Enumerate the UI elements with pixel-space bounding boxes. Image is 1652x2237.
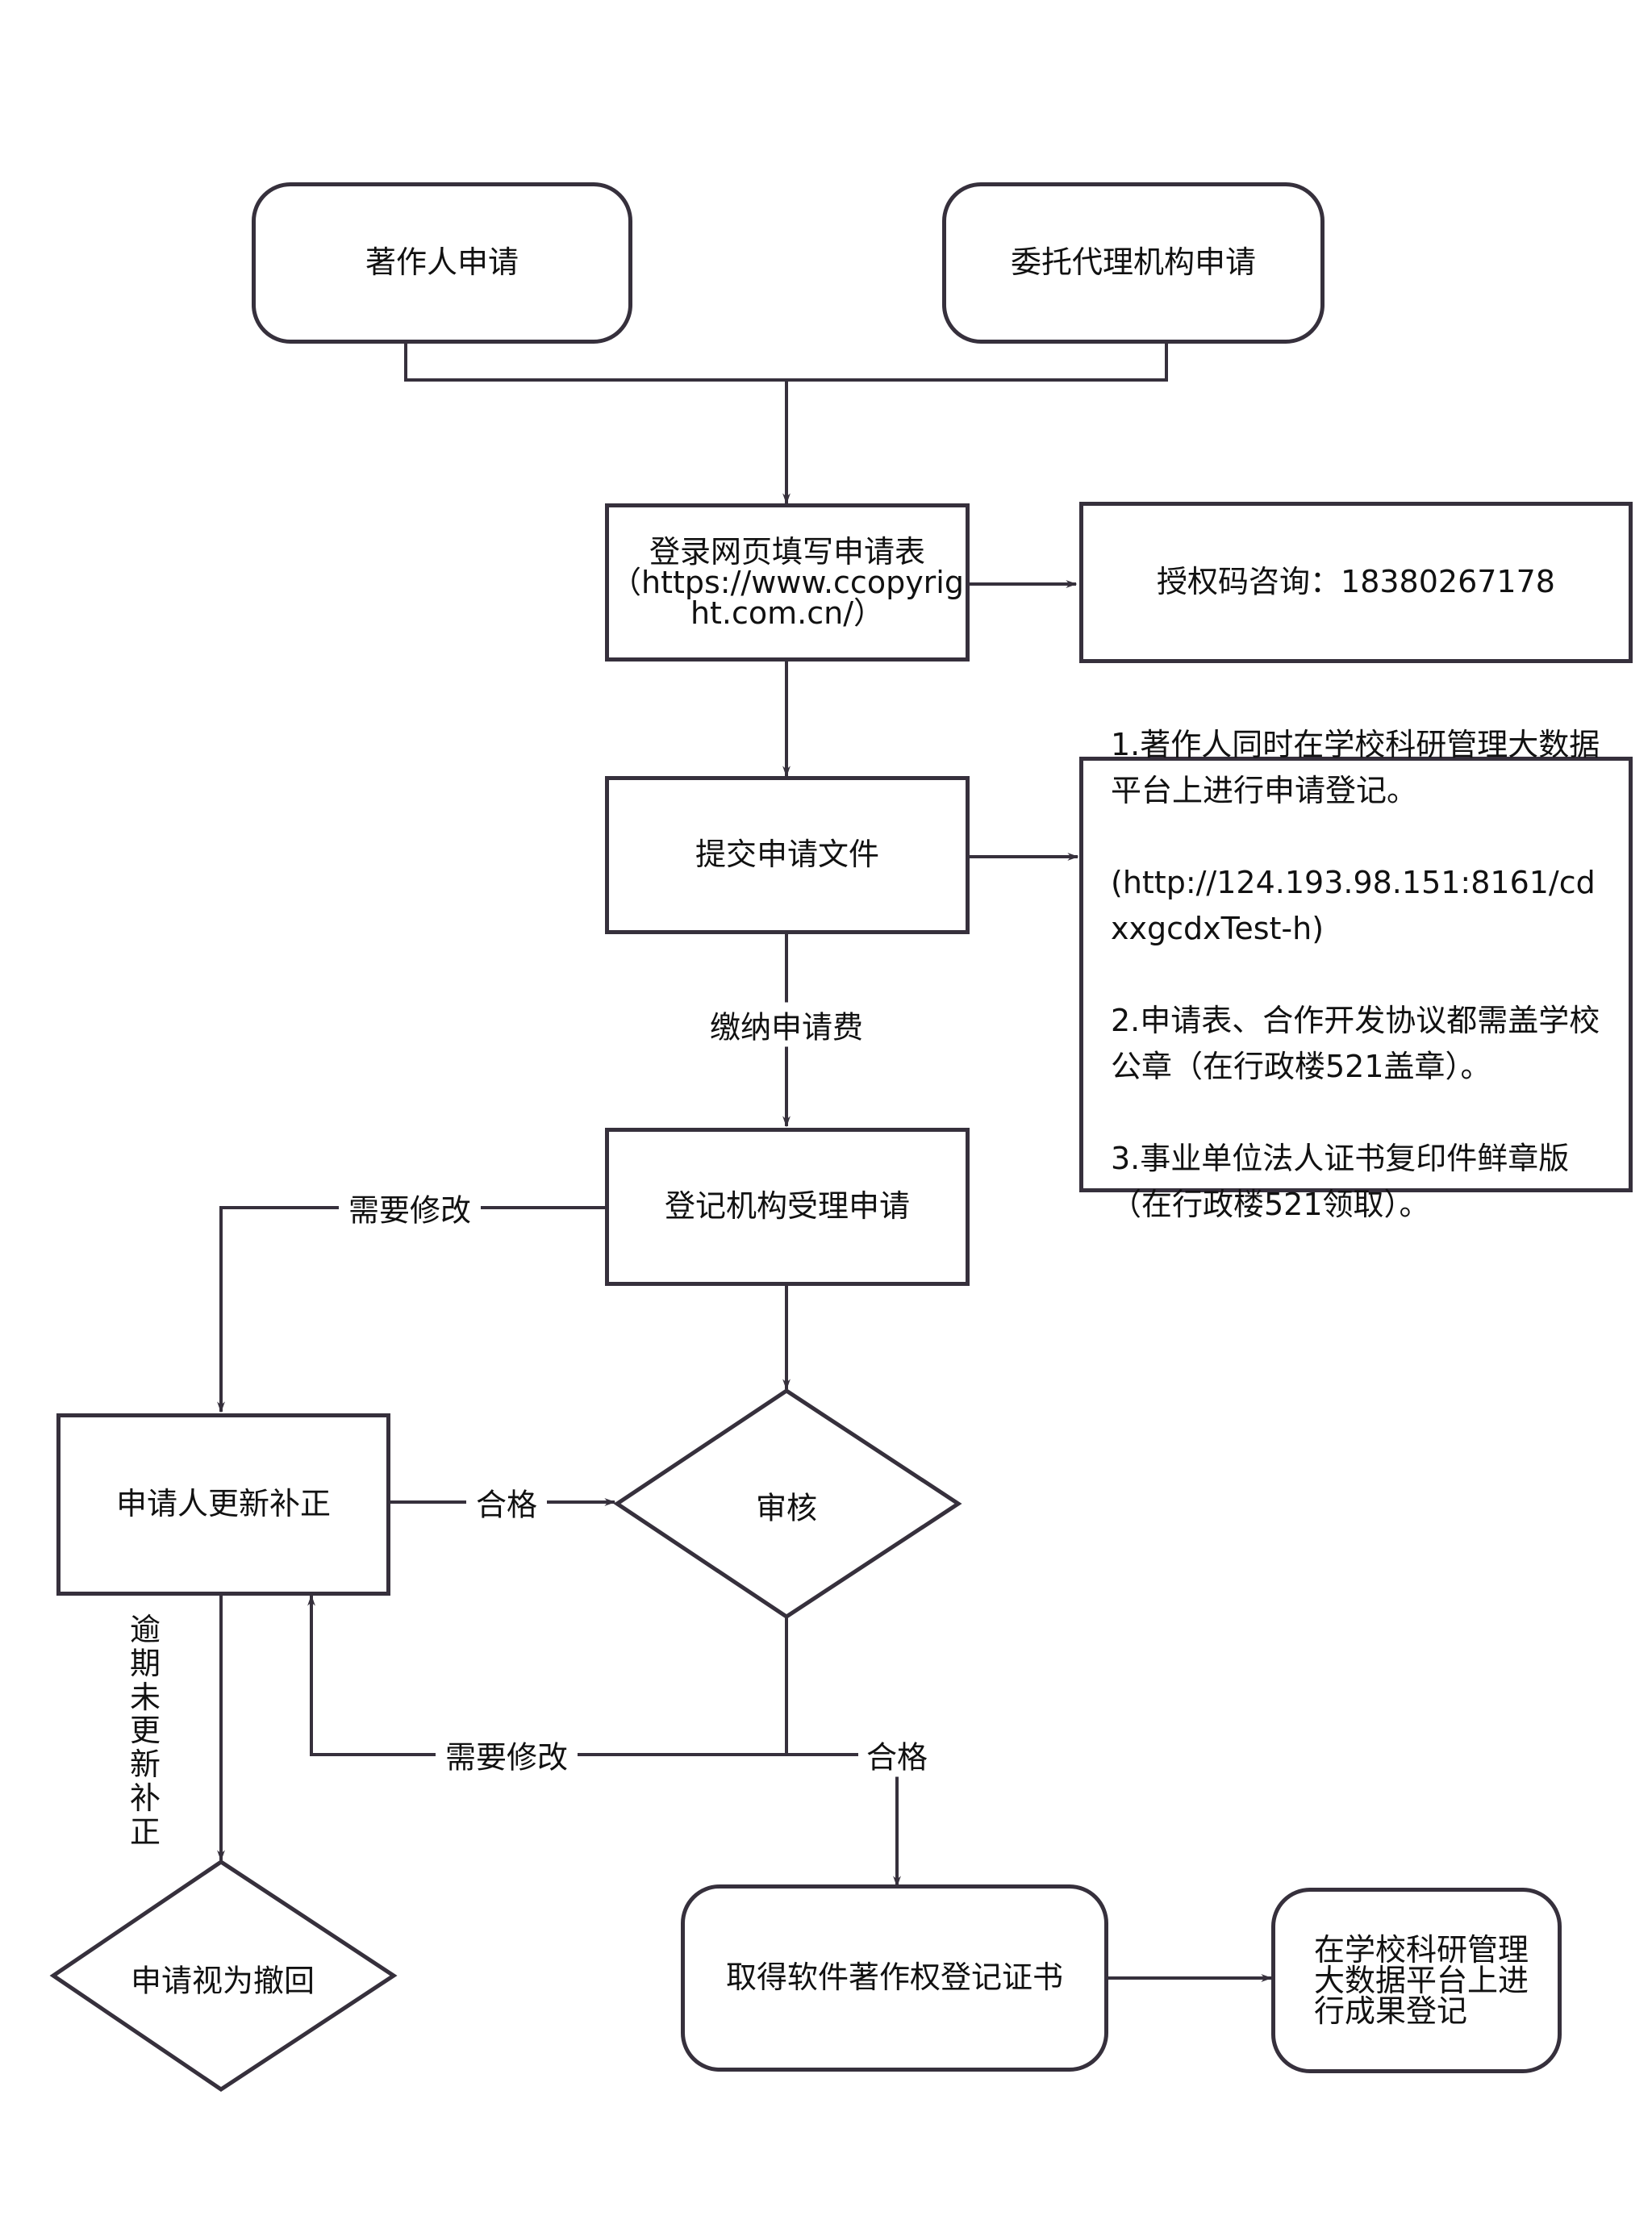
node-accept: 登记机构受理申请 bbox=[605, 1128, 970, 1286]
node-agency-apply: 委托代理机构申请 bbox=[942, 182, 1325, 344]
review-label: 审核 bbox=[755, 1490, 818, 1526]
node-notes: 1.著作人同时在学校科研管理大数据平台上进行申请登记。 (http://124.… bbox=[1079, 727, 1633, 1222]
node-amend: 申请人更新补正 bbox=[56, 1413, 390, 1596]
node-fill-form: 登录网页填写申请表 （https://www.ccopyrig ht.com.c… bbox=[605, 503, 970, 662]
node-label: 申请人更新补正 bbox=[115, 1486, 331, 1522]
node-label: 委托代理机构申请 bbox=[1010, 244, 1256, 281]
node-submit-docs: 提交申请文件 bbox=[605, 776, 970, 934]
review-diamond-shape bbox=[613, 1388, 962, 1619]
edge-label-review-pass: 合格 bbox=[857, 1732, 937, 1777]
edge-label-review-needs-fix: 需要修改 bbox=[435, 1732, 578, 1777]
node-auth-code: 授权码咨询：18380267178 bbox=[1079, 502, 1633, 663]
notes-list: 1.著作人同时在学校科研管理大数据平台上进行申请登记。 (http://124.… bbox=[1111, 676, 1609, 1274]
note-item-1: 1.著作人同时在学校科研管理大数据平台上进行申请登记。 bbox=[1111, 726, 1600, 808]
edge-label-overdue: 逾期未更新补正 bbox=[129, 1612, 161, 1850]
edge-review-to-amend bbox=[307, 1594, 786, 1756]
edge-label-amend-pass: 合格 bbox=[465, 1480, 548, 1525]
edge-accept-to-amend bbox=[217, 1206, 607, 1413]
node-label: 登录网页填写申请表 （https://www.ccopyrig ht.com.c… bbox=[611, 534, 964, 631]
withdrawn-label: 申请视为撤回 bbox=[130, 1963, 315, 1999]
node-label: 在学校科研管理 大数据平台上进 行成果登记 bbox=[1314, 1932, 1529, 2029]
node-register-result: 在学校科研管理 大数据平台上进 行成果登记 bbox=[1271, 1888, 1562, 2073]
note-item-1-url: (http://124.193.98.151:8161/cdxxgcdxTest… bbox=[1111, 864, 1596, 946]
node-label: 著作人申请 bbox=[365, 244, 519, 281]
withdrawn-diamond-shape bbox=[49, 1859, 398, 2093]
edge-label-pay-fee: 缴纳申请费 bbox=[699, 1002, 874, 1047]
edge-label-accept-needs-fix: 需要修改 bbox=[338, 1185, 482, 1230]
note-item-2: 2.申请表、合作开发协议都需盖学校公章（在行政楼521盖章）。 bbox=[1111, 1002, 1600, 1084]
edge-author-merge bbox=[404, 342, 1168, 382]
node-certificate: 取得软件著作权登记证书 bbox=[681, 1884, 1108, 2072]
note-item-3: 3.事业单位法人证书复印件鲜章版（在行政楼521领取）。 bbox=[1111, 1140, 1570, 1222]
node-label: 取得软件著作权登记证书 bbox=[725, 1959, 1063, 1996]
node-label: 登记机构受理申请 bbox=[664, 1188, 910, 1225]
node-label: 提交申请文件 bbox=[695, 837, 879, 873]
auth-code-label: 授权码咨询：18380267178 bbox=[1157, 564, 1555, 600]
node-author-apply: 著作人申请 bbox=[252, 182, 632, 344]
